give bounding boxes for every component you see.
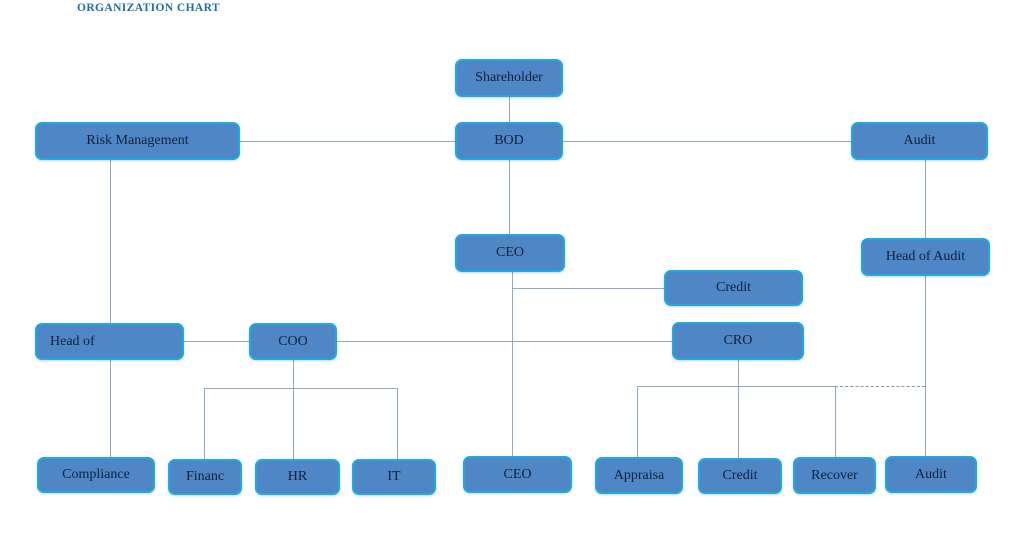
connector-cro-recover [835,386,836,457]
connector-cro-stem [738,360,739,386]
node-it[interactable]: IT [352,459,436,495]
node-label: Credit [716,280,751,295]
connector-cro-credit-bottom [738,386,739,458]
connector-cro-children-bus [637,386,835,387]
connector-coo-stem [293,360,294,388]
connector-shareholder-bod [509,97,510,122]
node-label: Appraisa [613,467,665,483]
connector-head-of-compliance [110,360,111,457]
node-head-of[interactable]: Head of [35,323,184,360]
node-label: Financ [185,469,225,484]
node-label: Head of [50,333,95,349]
node-bod[interactable]: BOD [455,122,563,160]
node-cro[interactable]: CRO [672,322,804,360]
node-appraisa[interactable]: Appraisa [595,457,683,494]
node-label: Recover [811,467,858,483]
node-coo[interactable]: COO [249,323,337,360]
node-label: Compliance [62,467,130,482]
node-risk-management[interactable]: Risk Management [35,122,240,160]
node-recover[interactable]: Recover [793,457,876,494]
node-audit-bottom[interactable]: Audit [885,456,977,493]
node-head-of-audit[interactable]: Head of Audit [861,238,990,276]
node-credit-middle[interactable]: Credit [664,270,803,306]
node-financ[interactable]: Financ [168,459,242,495]
connector-coo-cro [337,341,672,342]
connector-recover-audit-dashed [835,386,925,387]
node-label: HR [287,469,308,484]
node-shareholder[interactable]: Shareholder [455,59,563,97]
connector-ceo-credit [512,288,664,289]
connector-bod-ceo [509,160,510,234]
node-credit-bottom[interactable]: Credit [698,458,782,494]
node-compliance[interactable]: Compliance [37,457,155,493]
connector-bod-risk-management [240,141,455,142]
connector-risk-management-head-of [110,160,111,323]
connector-audit-top-head-of-audit [925,160,926,238]
page-title: ORGANIZATION CHART [77,2,220,14]
connector-coo-financ [204,388,205,459]
connector-head-of-coo [184,341,249,342]
connector-coo-hr [293,388,294,459]
node-ceo-bottom[interactable]: CEO [463,456,572,493]
node-label: CRO [723,333,753,348]
node-label: Head of Audit [885,249,966,264]
node-label: Audit [915,466,947,482]
node-label: COO [278,333,308,349]
connector-cro-appraisa [637,386,638,457]
node-label: BOD [494,133,524,148]
node-label: CEO [503,466,532,482]
connector-bod-audit-top [563,141,851,142]
connector-coo-children-bus [204,388,397,389]
node-label: Audit [903,133,936,148]
connector-coo-it [397,388,398,459]
node-hr[interactable]: HR [255,459,340,495]
node-label: IT [387,469,401,484]
node-label: Risk Management [86,133,189,148]
connector-ceo-trunk [512,272,513,456]
node-label: CEO [496,245,524,260]
connector-head-of-audit-audit-bottom [925,276,926,456]
node-audit-top[interactable]: Audit [851,122,988,160]
node-label: Shareholder [475,70,543,85]
node-ceo[interactable]: CEO [455,234,565,272]
node-label: Credit [722,468,758,483]
